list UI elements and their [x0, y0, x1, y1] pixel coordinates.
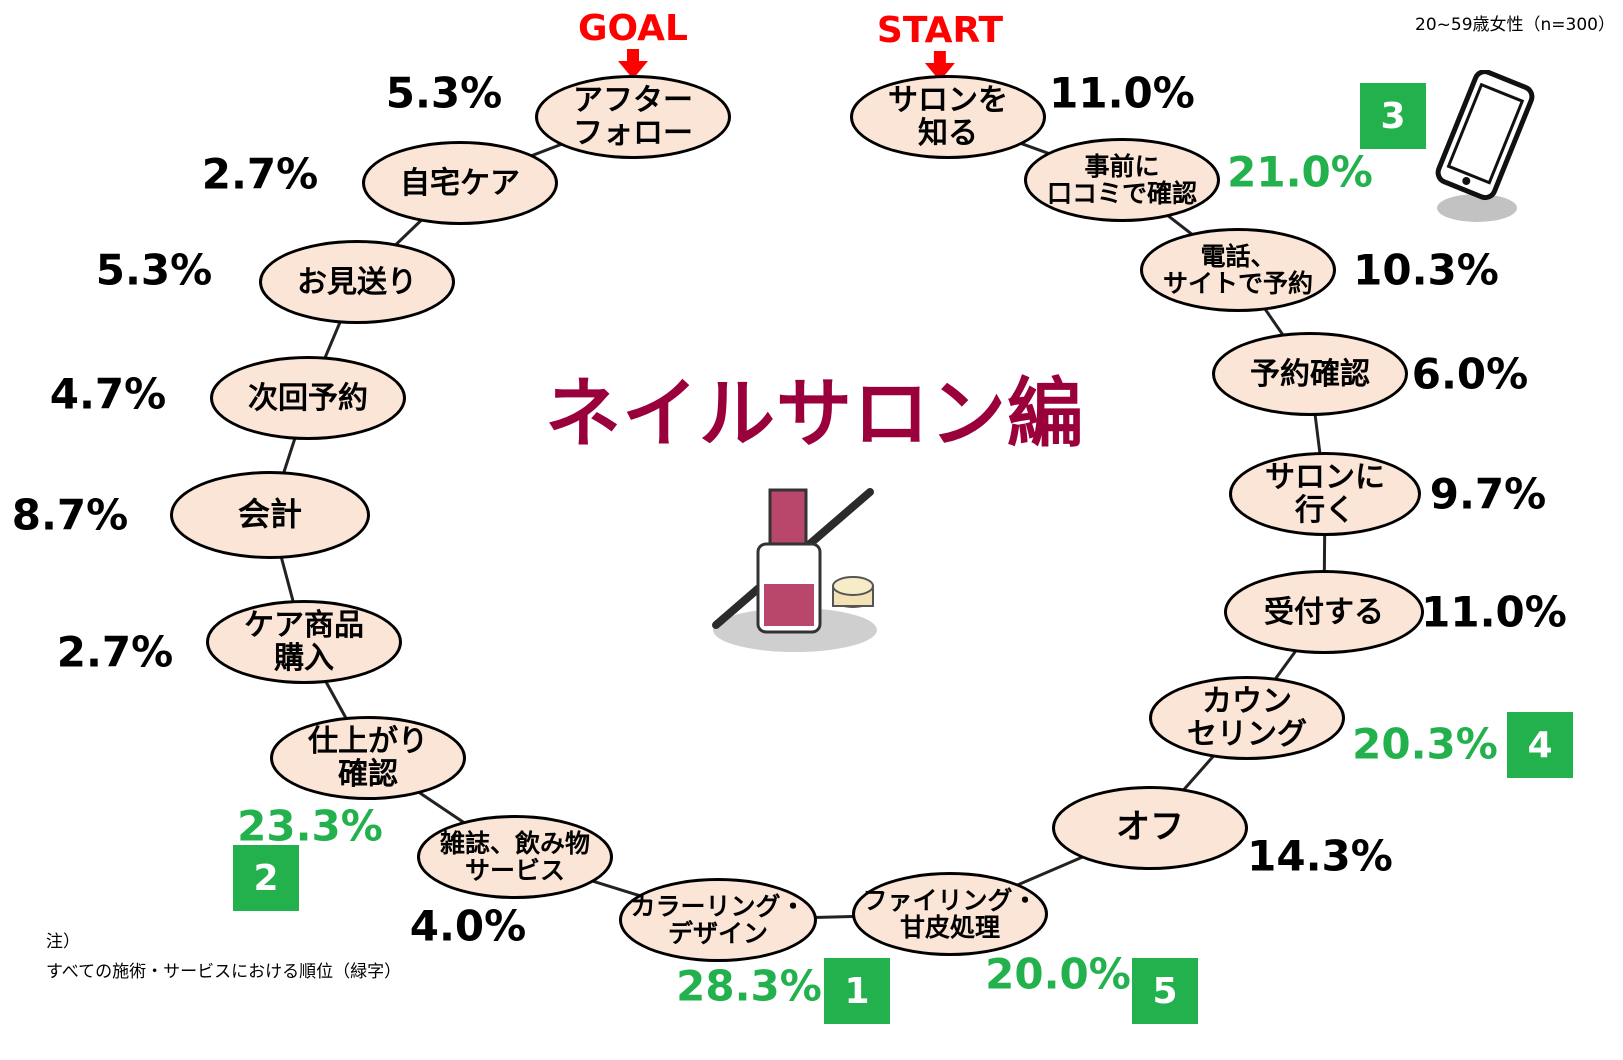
step-percentage: 6.0% [1411, 349, 1529, 399]
journey-step-node[interactable]: ファイリング・ 甘皮処理 [852, 872, 1048, 956]
step-percentage: 2.7% [201, 149, 319, 199]
rank-badge: 2 [233, 845, 299, 911]
journey-step-node[interactable]: 事前に 口コミで確認 [1024, 138, 1220, 222]
step-percentage: 5.3% [95, 245, 213, 295]
nail-polish-icon [712, 488, 877, 652]
rank-badge: 3 [1360, 83, 1426, 149]
goal-marker: GOAL [578, 8, 688, 79]
footnote-heading: 注） [46, 932, 80, 952]
journey-step-node[interactable]: サロンを 知る [850, 75, 1046, 159]
sample-note: 20~59歳女性（n=300） [1415, 15, 1615, 35]
journey-step-node[interactable]: カラーリング・ デザイン [619, 878, 817, 962]
start-arrow-icon [925, 51, 955, 81]
journey-step-node[interactable]: 仕上がり 確認 [270, 716, 466, 800]
journey-step-node[interactable]: 雑誌、飲み物 サービス [417, 815, 613, 899]
journey-step-node[interactable]: ケア商品 購入 [206, 600, 402, 684]
start-label: START [876, 10, 1004, 51]
rank-badge: 1 [824, 958, 890, 1024]
journey-step-node[interactable]: 会計 [170, 471, 370, 559]
start-marker: START [877, 10, 1003, 81]
rank-badge: 5 [1132, 958, 1198, 1024]
goal-label: GOAL [578, 8, 688, 49]
rank-badge: 4 [1507, 712, 1573, 778]
footnote: 注） すべての施術・サービスにおける順位（緑字） [46, 928, 401, 988]
footnote-text: すべての施術・サービスにおける順位（緑字） [46, 961, 402, 982]
journey-step-node[interactable]: 受付する [1224, 570, 1424, 654]
step-percentage: 9.7% [1429, 469, 1547, 519]
step-percentage: 4.0% [409, 901, 527, 951]
step-percentage: 14.3% [1247, 831, 1393, 881]
step-percentage: 5.3% [385, 68, 503, 118]
step-percentage: 10.3% [1353, 245, 1499, 295]
goal-arrow-icon [618, 49, 648, 79]
step-percentage: 28.3% [676, 961, 822, 1011]
journey-step-node[interactable]: 次回予約 [210, 356, 406, 440]
step-percentage: 20.3% [1352, 719, 1498, 769]
step-percentage: 20.0% [985, 949, 1131, 999]
step-percentage: 11.0% [1421, 587, 1567, 637]
step-percentage: 23.3% [237, 801, 383, 851]
journey-step-node[interactable]: 電話、 サイトで予約 [1140, 228, 1336, 312]
step-percentage: 4.7% [49, 369, 167, 419]
journey-step-node[interactable]: お見送り [259, 240, 455, 324]
journey-step-node[interactable]: カウン セリング [1149, 676, 1345, 760]
journey-step-node[interactable]: オフ [1052, 786, 1248, 870]
journey-step-node[interactable]: アフター フォロー [535, 75, 731, 159]
step-percentage: 21.0% [1227, 147, 1373, 197]
journey-step-node[interactable]: 予約確認 [1212, 332, 1408, 416]
journey-step-node[interactable]: 自宅ケア [362, 141, 558, 225]
step-percentage: 2.7% [56, 627, 174, 677]
step-percentage: 11.0% [1049, 68, 1195, 118]
step-percentage: 8.7% [11, 490, 129, 540]
journey-step-node[interactable]: サロンに 行く [1229, 452, 1421, 536]
diagram-title: ネイルサロン編 [545, 369, 1084, 458]
smartphone-icon [1435, 70, 1535, 222]
